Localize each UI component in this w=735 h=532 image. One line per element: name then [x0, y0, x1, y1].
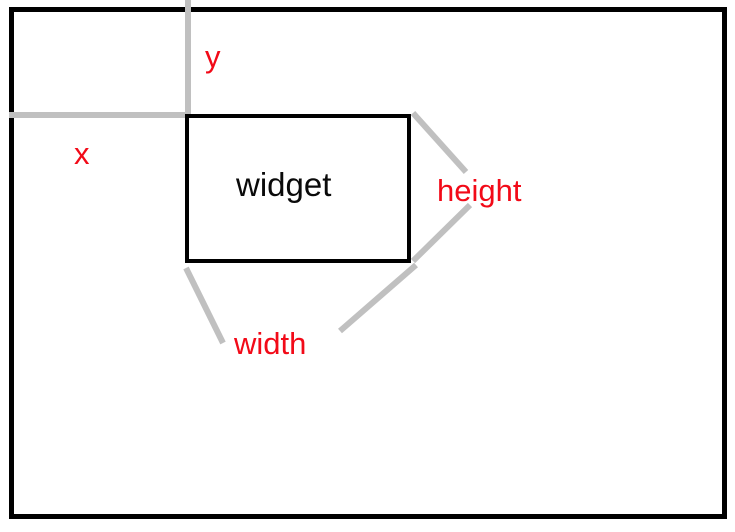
- label-widget: widget: [236, 166, 332, 203]
- width-leader-line-left: [183, 266, 226, 345]
- widget-rectangle: [185, 114, 411, 263]
- parent-container-frame: [9, 7, 727, 519]
- width-leader-line-right: [338, 262, 418, 334]
- label-height: height: [437, 173, 522, 208]
- label-width: width: [234, 326, 307, 361]
- height-leader-line-bottom: [410, 202, 473, 264]
- label-y: y: [205, 39, 221, 74]
- height-leader-line-top: [410, 110, 469, 175]
- label-x: x: [74, 136, 90, 171]
